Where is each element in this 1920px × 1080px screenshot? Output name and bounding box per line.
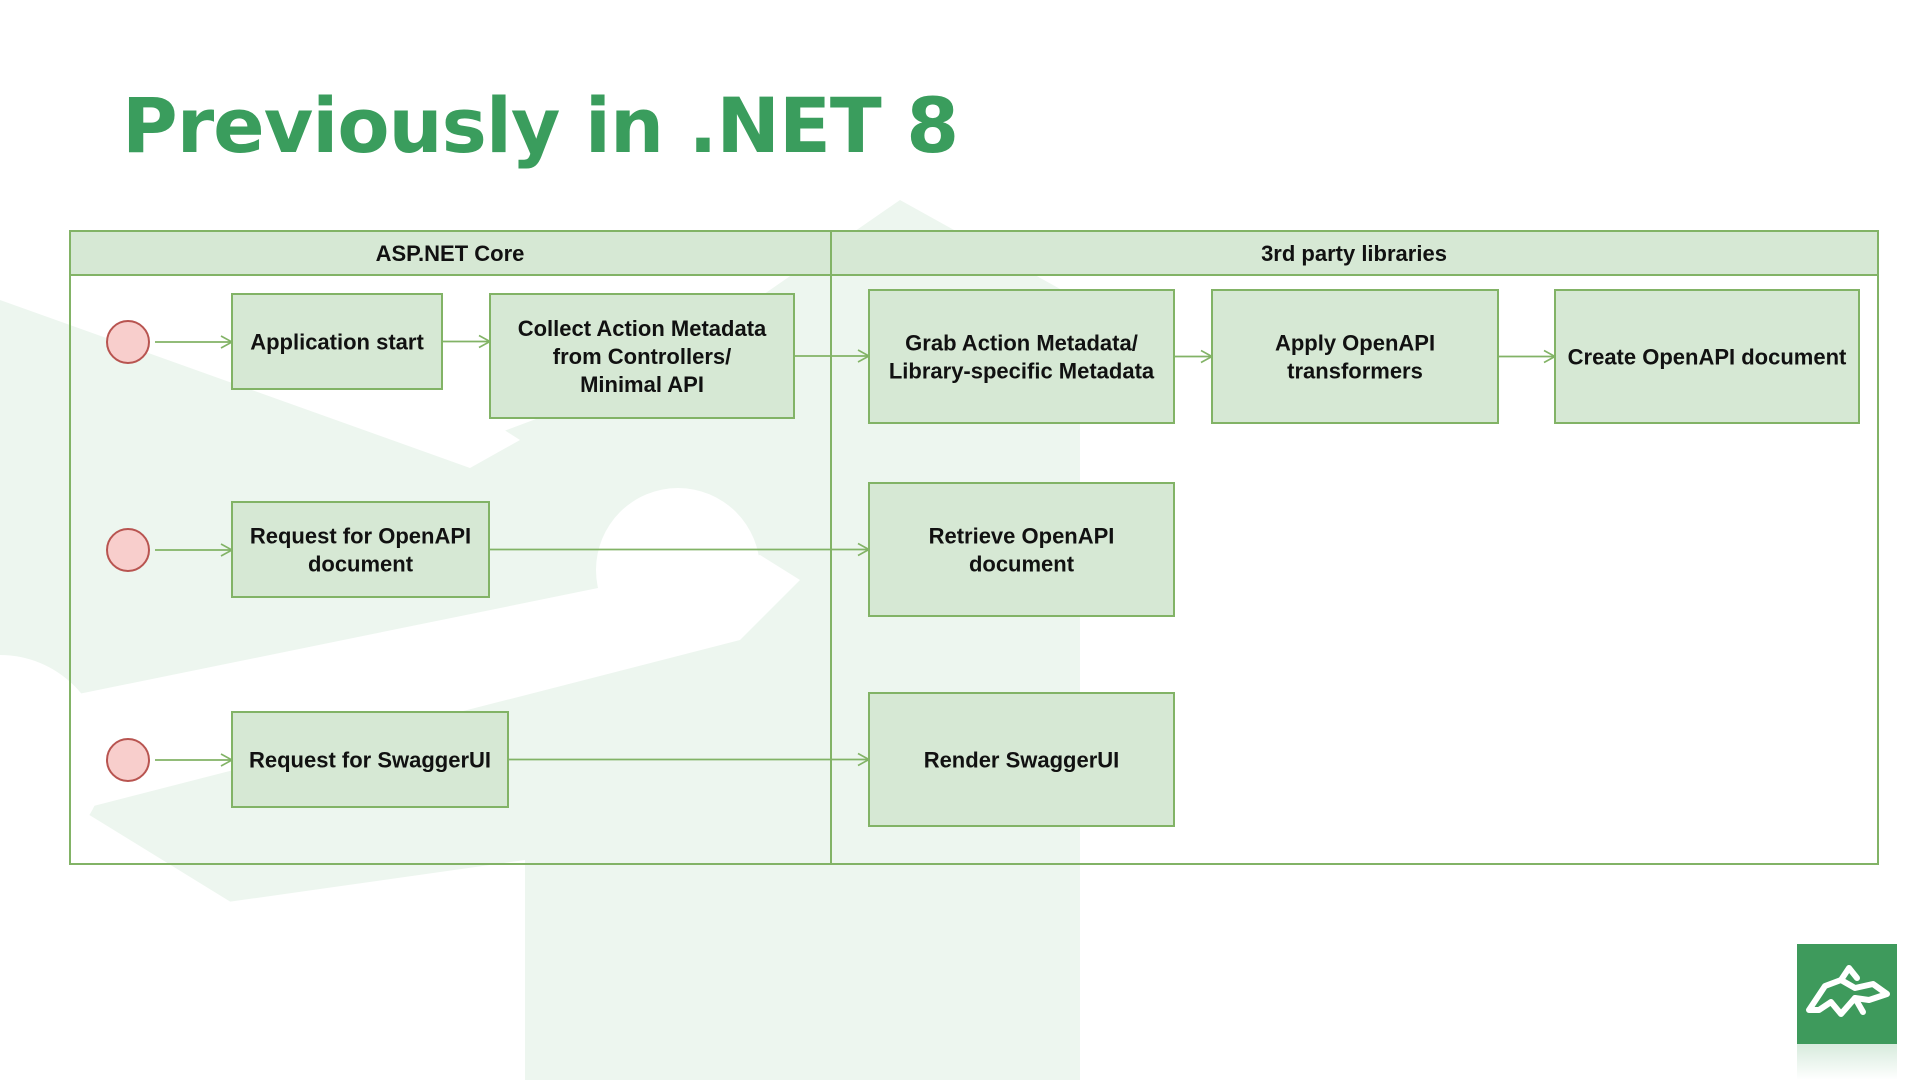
start-events [106, 320, 150, 782]
node-label-collect-metadata: Collect Action Metadata [518, 316, 767, 341]
node-label-create-document: Create OpenAPI document [1568, 345, 1847, 370]
swimlanes: ASP.NET Core 3rd party libraries [69, 230, 1879, 865]
node-label-request-openapi: Request for OpenAPI [250, 524, 471, 549]
lane-label-thirdparty: 3rd party libraries [1261, 241, 1447, 266]
node-label-request-swagger: Request for SwaggerUI [249, 748, 491, 773]
node-app-start [231, 293, 443, 390]
node-label-collect-metadata: from Controllers/ [553, 344, 731, 369]
start-event-2 [106, 528, 150, 572]
node-render-swagger [868, 692, 1175, 827]
start-event-1 [106, 320, 150, 364]
node-request-swagger [231, 711, 509, 808]
node-label-grab-metadata: Library-specific Metadata [889, 359, 1155, 384]
node-request-openapi [231, 501, 490, 598]
logo-reflection [1797, 1044, 1897, 1080]
node-retrieve-document [868, 482, 1175, 617]
lane-label-aspnet: ASP.NET Core [376, 241, 525, 266]
node-label-app-start: Application start [250, 330, 424, 355]
edges [155, 334, 1557, 767]
start-event-3 [106, 738, 150, 782]
logo-icon [1806, 965, 1890, 1017]
node-grab-metadata [868, 289, 1175, 424]
node-label-retrieve-document: Retrieve OpenAPI [929, 524, 1115, 549]
node-label-request-openapi: document [308, 552, 414, 577]
node-label-grab-metadata: Grab Action Metadata/ [905, 331, 1138, 356]
brand-logo [1797, 944, 1897, 1044]
node-label-apply-transformers: Apply OpenAPI [1275, 331, 1435, 356]
node-label-retrieve-document: document [969, 552, 1075, 577]
node-create-document [1554, 289, 1860, 424]
node-collect-metadata [489, 293, 795, 419]
node-label-apply-transformers: transformers [1287, 359, 1423, 384]
nodes: Application start Collect Action Metadata… [231, 289, 1860, 827]
node-apply-transformers [1211, 289, 1499, 424]
slide-title: Previously in .NET 8 [122, 81, 959, 170]
node-label-render-swagger: Render SwaggerUI [924, 748, 1120, 773]
node-label-collect-metadata: Minimal API [580, 372, 704, 397]
lane-header-thirdparty [830, 230, 1879, 276]
